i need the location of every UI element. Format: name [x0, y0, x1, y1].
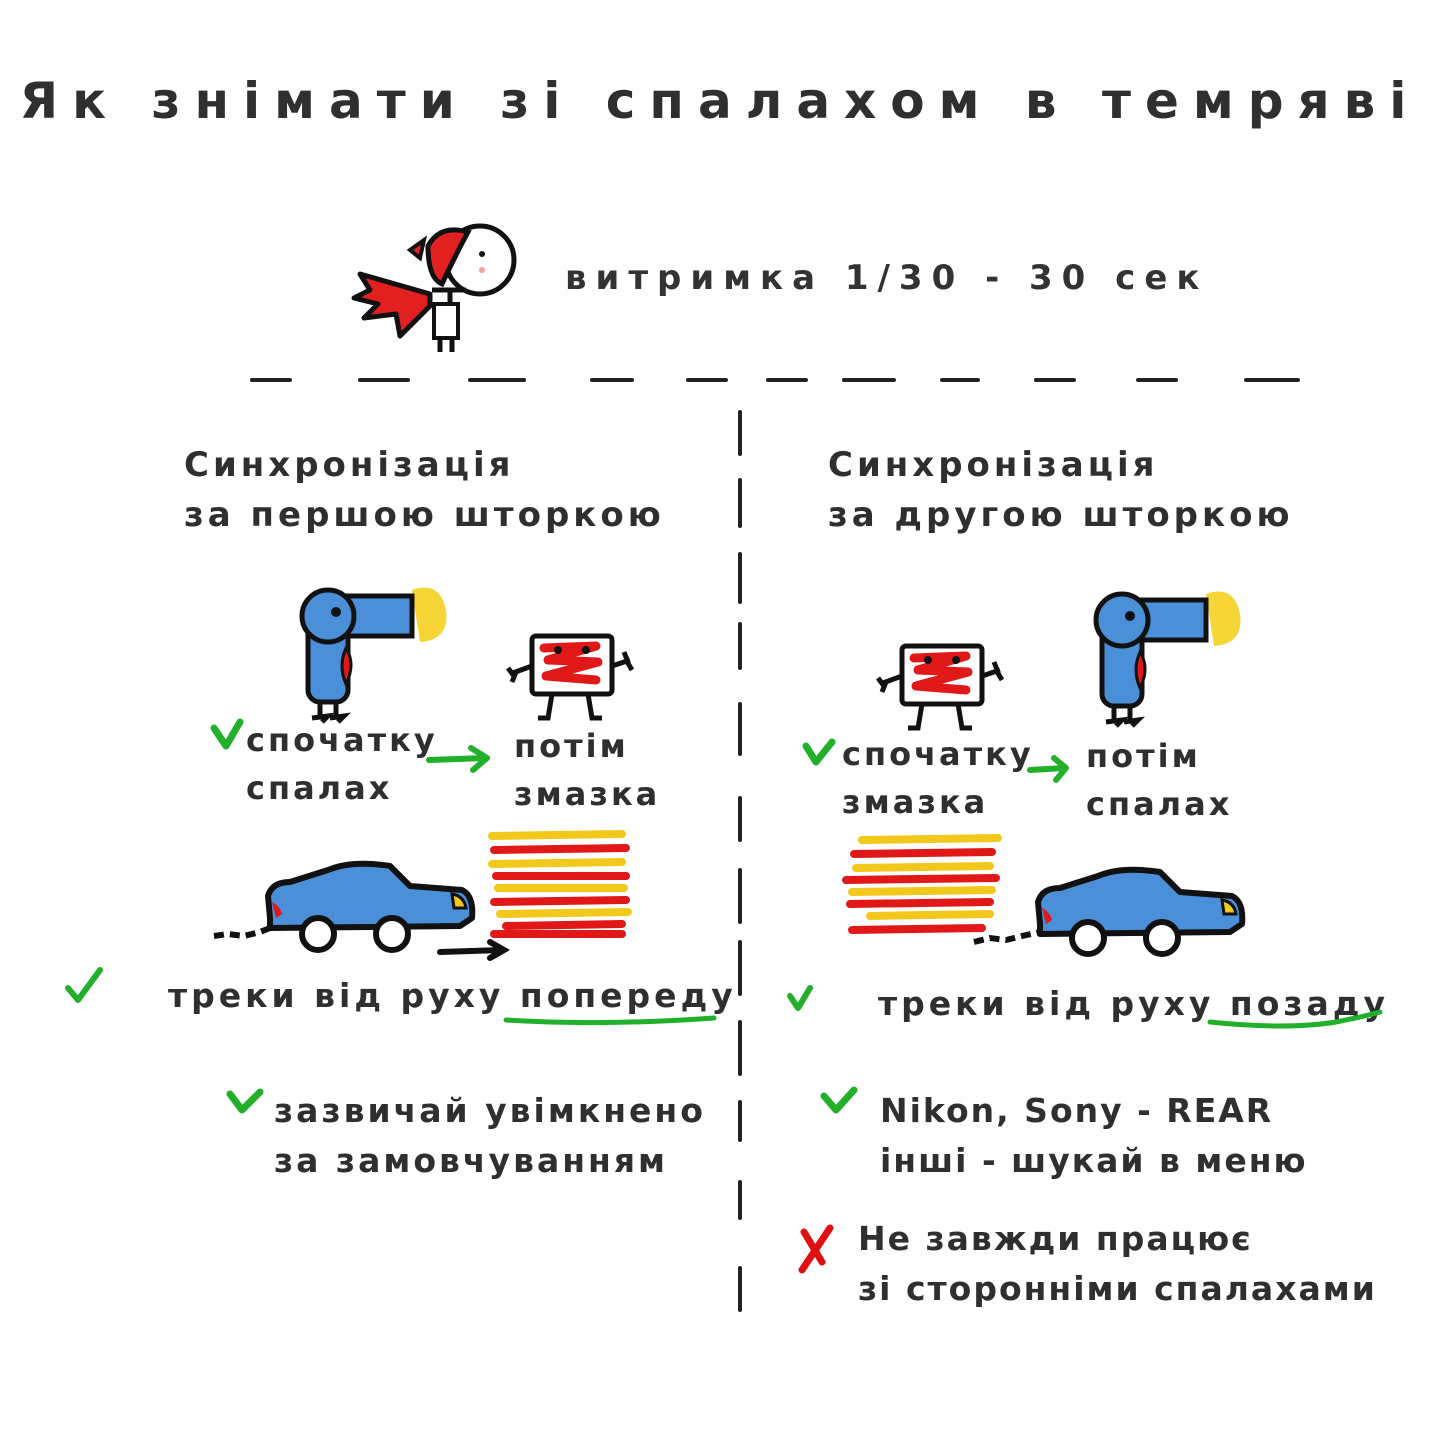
- heading-line: за другою шторкою: [828, 495, 1294, 535]
- note-line: Nikon, Sony - REAR: [880, 1091, 1274, 1130]
- label-line: змазка: [842, 783, 989, 821]
- column-divider-dash: [738, 552, 742, 604]
- right-camera-note: Nikon, Sony - REAR інші - шукай в меню: [880, 1086, 1308, 1186]
- divider-dash: [468, 378, 526, 382]
- column-divider-dash: [738, 796, 742, 842]
- column-divider-dash: [738, 1180, 742, 1220]
- blur-box-icon: [870, 640, 1005, 735]
- divider-dash: [250, 378, 292, 382]
- check-icon: [786, 984, 814, 1012]
- left-default-note: зазвичай увімкнено за замовчуванням: [274, 1086, 706, 1186]
- arrow-right-icon: [425, 744, 493, 774]
- flash-bird-icon: [1093, 584, 1244, 729]
- column-divider-dash: [738, 1020, 742, 1076]
- car-icon: [210, 830, 640, 965]
- note-line: зі сторонніми спалахами: [858, 1269, 1377, 1308]
- column-divider-dash: [738, 1100, 742, 1142]
- tracks-prefix: треки від руху: [878, 984, 1215, 1023]
- page-title: Як знімати зі спалахом в темряві: [19, 72, 1421, 130]
- label-line: спалах: [246, 769, 393, 807]
- label-line: потім: [1086, 737, 1201, 775]
- column-divider-dash: [738, 622, 742, 670]
- divider-dash: [1136, 378, 1178, 382]
- right-section-heading: Синхронізація за другою шторкою: [828, 440, 1294, 540]
- right-step1-label: спочатку змазка: [842, 730, 1034, 826]
- divider-dash: [1244, 378, 1300, 382]
- divider-dash: [1034, 378, 1076, 382]
- red-bird-mascot-icon: [350, 218, 520, 358]
- divider-dash: [940, 378, 980, 382]
- tracks-emphasis: попереду: [519, 976, 737, 1015]
- left-motion-tracks-label: треки від руху попереду: [168, 976, 737, 1015]
- left-step2-label: потім змазка: [514, 722, 660, 818]
- note-line: інші - шукай в меню: [880, 1141, 1308, 1180]
- right-warning-note: Не завжди працює зі сторонніми спалахами: [858, 1214, 1377, 1314]
- heading-line: Синхронізація: [184, 445, 515, 485]
- note-line: за замовчуванням: [274, 1141, 668, 1180]
- car-icon: [840, 832, 1250, 962]
- column-divider-dash: [738, 1266, 742, 1312]
- label-line: спочатку: [842, 735, 1034, 773]
- divider-dash: [766, 378, 808, 382]
- divider-dash: [686, 378, 728, 382]
- tracks-prefix: треки від руху: [168, 976, 505, 1015]
- check-icon: [820, 1086, 858, 1116]
- label-line: спалах: [1086, 785, 1233, 823]
- label-line: змазка: [514, 775, 661, 813]
- divider-dash: [590, 378, 634, 382]
- label-line: спочатку: [246, 721, 438, 759]
- column-divider-dash: [738, 410, 742, 456]
- heading-line: за першою шторкою: [184, 495, 665, 535]
- divider-dash: [842, 378, 896, 382]
- check-icon: [64, 966, 104, 1004]
- check-icon: [210, 718, 244, 750]
- note-line: зазвичай увімкнено: [274, 1091, 706, 1130]
- cross-icon: [796, 1222, 836, 1274]
- column-divider-dash: [738, 940, 742, 996]
- check-icon: [802, 738, 836, 768]
- underline-stroke: [502, 1012, 718, 1028]
- arrow-right-icon: [1026, 754, 1072, 784]
- right-step2-label: потім спалах: [1086, 732, 1232, 828]
- note-line: Не завжди працює: [858, 1219, 1253, 1258]
- blur-box-icon: [500, 630, 635, 725]
- underline-stroke: [1206, 1006, 1384, 1032]
- divider-dash: [358, 378, 410, 382]
- heading-line: Синхронізація: [828, 445, 1159, 485]
- label-line: потім: [514, 727, 629, 765]
- exposure-range-label: витримка 1/30 - 30 сек: [565, 258, 1209, 298]
- left-step1-label: спочатку спалах: [246, 716, 438, 812]
- column-divider-dash: [738, 478, 742, 528]
- check-icon: [226, 1088, 264, 1116]
- column-divider-dash: [738, 702, 742, 756]
- column-divider-dash: [738, 868, 742, 924]
- flash-bird-icon: [299, 580, 450, 725]
- left-section-heading: Синхронізація за першою шторкою: [184, 440, 665, 540]
